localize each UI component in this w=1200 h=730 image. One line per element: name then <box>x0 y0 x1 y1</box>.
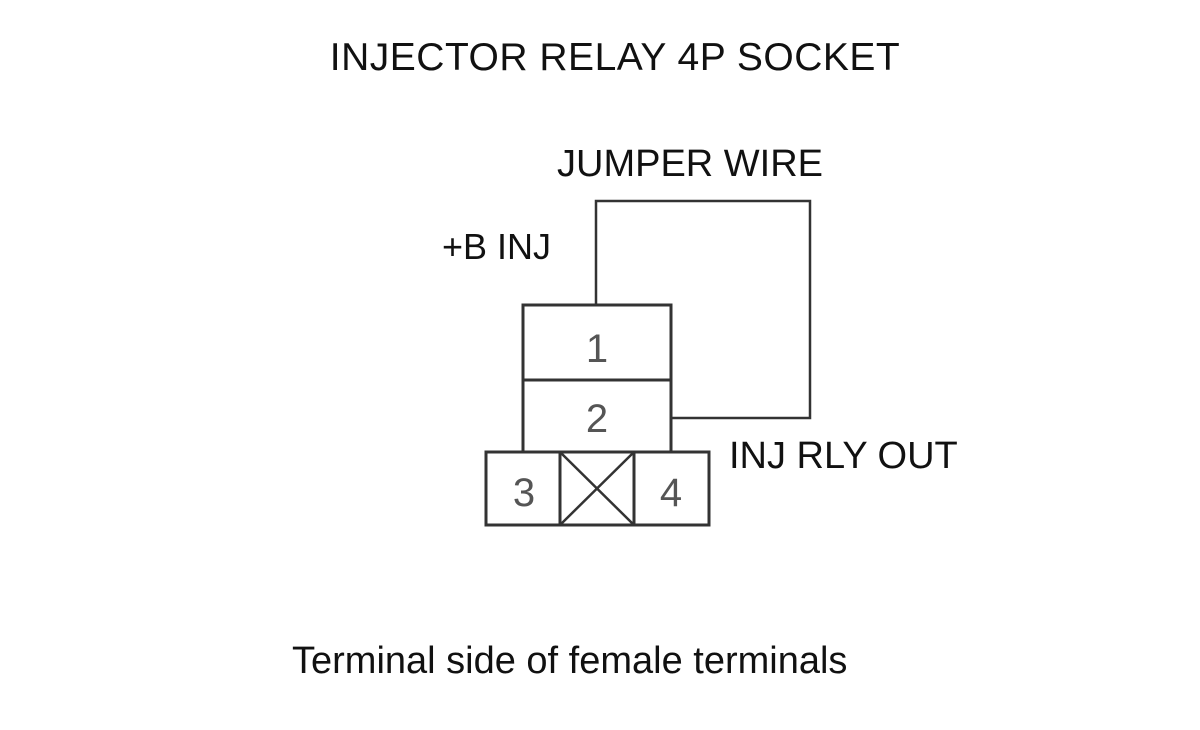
jumper-wire <box>594 199 812 420</box>
pin-3-number: 3 <box>513 471 535 515</box>
blank-cavity <box>558 450 636 527</box>
jumper-wire-label: JUMPER WIRE <box>557 143 823 185</box>
pin-1-number: 1 <box>586 327 608 371</box>
pin-2-number: 2 <box>586 397 608 441</box>
blank-cavity-cross-b <box>559 451 635 526</box>
diagram-title: INJECTOR RELAY 4P SOCKET <box>329 36 901 79</box>
pin-1-signal-label: +B INJ <box>442 226 552 267</box>
pin-4-number: 4 <box>660 471 682 515</box>
pin-1-cell <box>521 303 673 382</box>
diagram-caption: Terminal side of female terminals <box>292 640 848 682</box>
pin-2-signal-label: INJ RLY OUT <box>729 435 958 477</box>
